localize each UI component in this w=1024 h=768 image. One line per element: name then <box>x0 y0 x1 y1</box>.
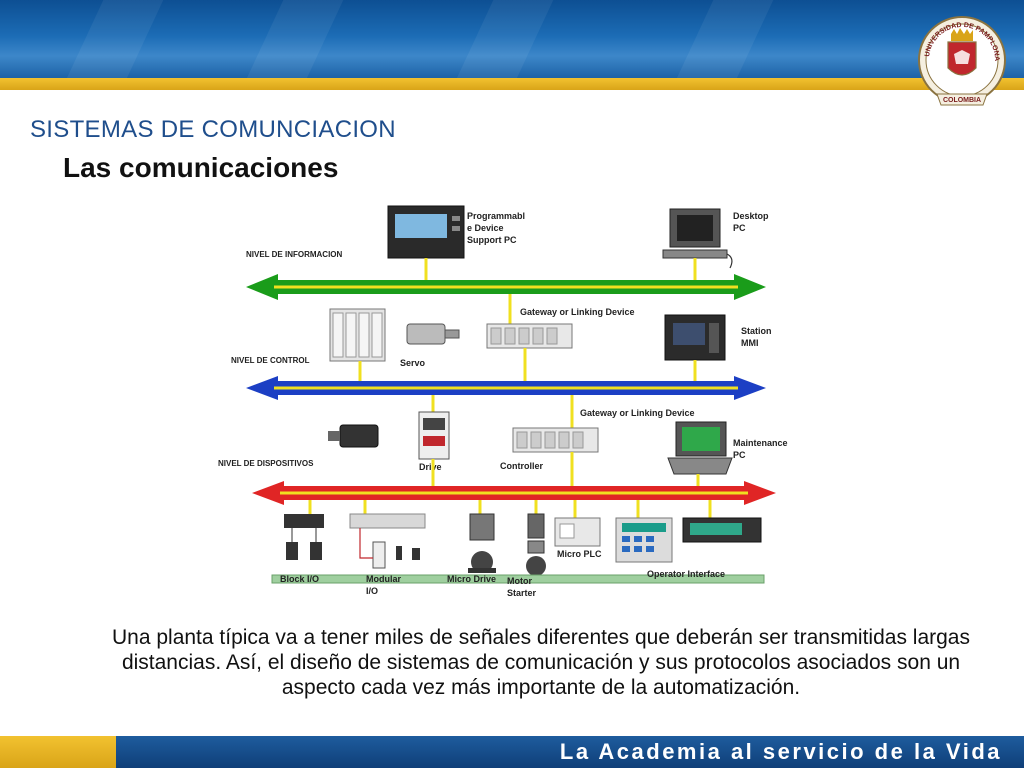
maintenance-pc <box>667 421 733 475</box>
level-label-control: NIVEL DE CONTROL <box>231 356 310 365</box>
servo-motor <box>406 323 460 345</box>
motor-starter <box>526 513 546 576</box>
slide-subtitle: Las comunicaciones <box>63 152 339 183</box>
operator-interface-display <box>682 517 762 543</box>
level-label-devices: NIVEL DE DISPOSITIVOS <box>218 459 314 468</box>
motor-encoder <box>328 424 379 448</box>
description-paragraph: Una planta típica va a tener miles de se… <box>112 626 970 699</box>
micro-drive <box>468 513 496 573</box>
station-mmi-label: Station MMI <box>741 326 774 348</box>
motor-starter-label: Motor Starter <box>507 576 537 598</box>
header-band <box>0 0 1024 80</box>
plc-rack <box>329 308 386 362</box>
maintenance-pc-label: Maintenance PC <box>733 438 790 460</box>
micro-plc-label: Micro PLC <box>557 549 602 559</box>
servo-label: Servo <box>400 358 426 368</box>
footer-band <box>0 736 1024 768</box>
gateway-device-1 <box>486 323 573 349</box>
footer-slogan: La Academia al servicio de la Vida <box>559 739 1002 764</box>
gateway-1-label: Gateway or Linking Device <box>520 307 635 317</box>
network-diagram: NIVEL DE INFORMACION Programmabl e Devic… <box>218 205 790 598</box>
header-gold-bar <box>0 78 1024 90</box>
station-mmi <box>664 314 726 361</box>
university-seal-logo: UNIVERSIDAD DE PAMPLONA COLOMBIA <box>918 16 1006 106</box>
footer-gold-block <box>0 736 116 768</box>
micro-drive-label: Micro Drive <box>447 574 496 584</box>
desktop-pc <box>662 208 733 269</box>
programmable-device-pc <box>387 205 465 259</box>
level-label-info: NIVEL DE INFORMACION <box>246 250 343 259</box>
drive-label: Drive <box>419 462 442 472</box>
desktop-pc-label: Desktop PC <box>733 211 771 233</box>
modular-io-label: Modular I/O <box>366 574 404 596</box>
block-io-label: Block I/O <box>280 574 319 584</box>
controller-device <box>512 427 599 453</box>
slide-title: SISTEMAS DE COMUNCIACION <box>30 116 396 143</box>
controller-label: Controller <box>500 461 543 471</box>
logo-banner-text: COLOMBIA <box>943 97 981 104</box>
field-bus <box>271 574 765 584</box>
operator-interface-label: Operator Interface <box>647 569 725 579</box>
drive-unit <box>418 411 450 460</box>
operator-interface-keypad <box>615 517 673 563</box>
modular-io <box>349 513 426 569</box>
micro-plc <box>554 517 601 547</box>
gateway-2-label: Gateway or Linking Device <box>580 408 695 418</box>
block-io <box>284 514 324 560</box>
programmable-pc-label: Programmabl e Device Support PC <box>467 211 528 245</box>
